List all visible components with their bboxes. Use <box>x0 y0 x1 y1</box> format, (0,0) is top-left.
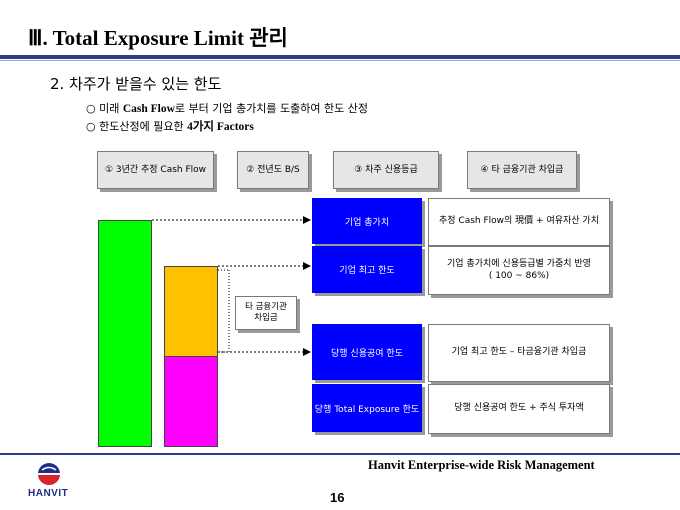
desc-text: 기업 총가치에 신용등급별 가중치 반영 <box>447 258 591 269</box>
other-borrowing-label: 타 금융기관 차입금 <box>235 296 297 330</box>
limit-label: 당행 신용공여 한도 <box>331 348 403 359</box>
limit-enterprise-value: 기업 총가치 <box>312 198 422 244</box>
factor-other-borrowing: ④ 타 금융기관 차입금 <box>467 151 577 189</box>
bullet-marker: ○ <box>86 120 96 133</box>
factor-label: ③ 차주 신용등급 <box>354 164 418 175</box>
factor-cash-flow: ① 3년간 추정 Cash Flow <box>97 151 214 189</box>
page-number: 16 <box>330 490 345 505</box>
desc-text: 기업 최고 한도 – 타금융기관 차입금 <box>451 347 587 358</box>
desc-text: 추정 Cash Flow의 現價 + 여유자산 가치 <box>439 216 599 227</box>
limit-credit-limit: 당행 신용공여 한도 <box>312 324 422 380</box>
bullet-text-pre: 미래 <box>95 102 123 115</box>
logo-text: HANVIT <box>28 488 69 499</box>
factor-label: ② 전년도 B/S <box>246 164 300 175</box>
limit-label: 기업 최고 한도 <box>339 266 395 276</box>
bullet-cash-flow: ○ 미래 Cash Flow로 부터 기업 총가치를 도출하여 한도 산정 <box>86 100 368 116</box>
factor-balance-sheet: ② 전년도 B/S <box>237 151 309 189</box>
footer-rule <box>0 453 680 455</box>
limit-label: 당행 Total Exposure 한도 <box>314 404 420 415</box>
desc-text: 당행 신용공여 한도 + 주식 투자액 <box>454 403 584 414</box>
bullet-text-bold: 4가지 Factors <box>187 121 254 133</box>
footer-text: Hanvit Enterprise-wide Risk Management <box>368 458 595 472</box>
bullet-text-pre: 한도산정에 필요한 <box>95 120 188 133</box>
limit-total-exposure: 당행 Total Exposure 한도 <box>312 384 422 432</box>
title-rule-thin <box>0 60 680 61</box>
bullet-text-bold: Cash Flow <box>122 103 175 115</box>
factor-label: ① 3년간 추정 Cash Flow <box>104 164 207 175</box>
desc-enterprise-value: 추정 Cash Flow의 現價 + 여유자산 가치 <box>428 198 610 246</box>
desc-range: ( 100 ~ 86%) <box>488 270 550 281</box>
bullet-factors: ○ 한도산정에 필요한 4가지 Factors <box>86 118 254 134</box>
desc-max-limit: 기업 총가치에 신용등급별 가중치 반영( 100 ~ 86%) <box>428 246 610 295</box>
desc-total-exposure: 당행 신용공여 한도 + 주식 투자액 <box>428 384 610 434</box>
hanvit-logo-icon <box>38 463 60 485</box>
exposure-limit-segment <box>164 356 218 447</box>
credit-limit-segment <box>164 266 218 357</box>
title-rule <box>0 55 680 59</box>
bullet-text-post: 로 부터 기업 총가치를 도출하여 한도 산정 <box>174 102 368 115</box>
page-title: Ⅲ. Total Exposure Limit 관리 <box>28 26 288 50</box>
enterprise-value-bar <box>98 220 152 447</box>
limit-max-limit: 기업 최고 한도 <box>312 246 422 293</box>
factor-label: ④ 타 금융기관 차입금 <box>480 164 564 175</box>
bullet-marker: ○ <box>86 102 96 115</box>
factor-credit-rating: ③ 차주 신용등급 <box>333 151 439 189</box>
limit-label: 기업 총가치 <box>344 217 390 228</box>
desc-credit-limit: 기업 최고 한도 – 타금융기관 차입금 <box>428 324 610 382</box>
section-subtitle: 2. 차주가 받을수 있는 한도 <box>50 75 222 93</box>
